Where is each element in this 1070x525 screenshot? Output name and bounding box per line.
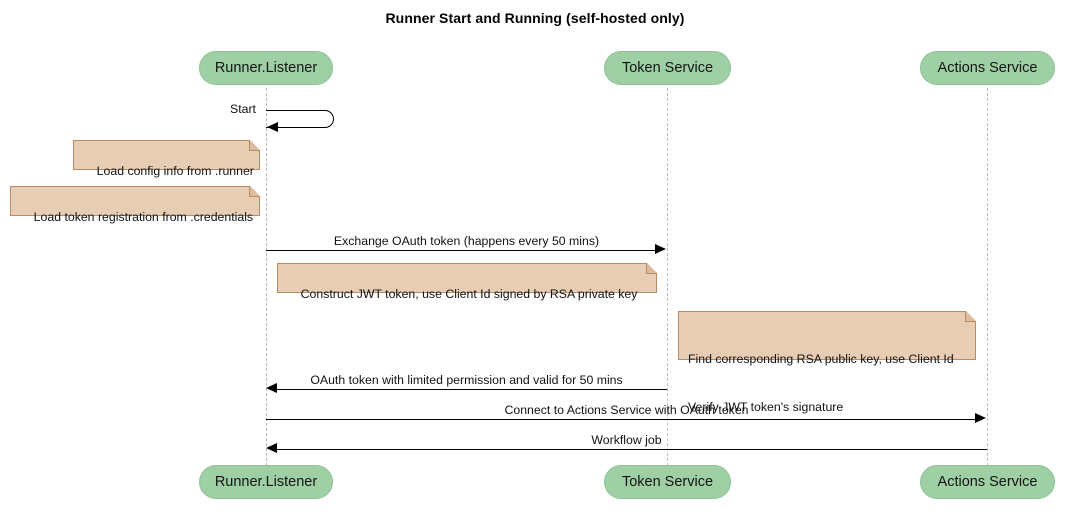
note-fold-corner-icon <box>249 139 261 151</box>
message-line-workflow-job <box>277 449 987 450</box>
arrow-head-left-oauth-token-return <box>266 383 277 393</box>
message-label-connect-actions-service: Connect to Actions Service with OAuth to… <box>504 403 749 417</box>
self-message-loop-start <box>266 110 334 128</box>
participant-label: Token Service <box>621 474 714 490</box>
page-title: Runner Start and Running (self-hosted on… <box>385 10 685 26</box>
note-fold-corner-icon <box>646 262 658 274</box>
arrow-head-left-workflow-job <box>266 443 277 453</box>
participant-token-service-top[interactable]: Token Service <box>604 51 731 85</box>
message-label-oauth-token-return: OAuth token with limited permission and … <box>310 373 623 387</box>
participant-label: Token Service <box>621 60 714 76</box>
participant-label: Runner.Listener <box>214 474 318 490</box>
message-line-connect-actions-service <box>266 419 976 420</box>
note-load-token-registration: Load token registration from .credential… <box>10 185 261 224</box>
note-text: Construct JWT token, use Client Id signe… <box>300 287 638 301</box>
participant-label: Runner.Listener <box>214 60 318 76</box>
note-text-line-2: Verify JWT token's signature <box>688 400 844 414</box>
participant-token-service-bottom[interactable]: Token Service <box>604 465 731 499</box>
participant-actions-service-top[interactable]: Actions Service <box>920 51 1055 85</box>
arrow-head-right-exchange-oauth-token <box>655 244 666 254</box>
arrow-head-right-connect-actions-service <box>975 413 986 423</box>
arrow-head-left-start <box>267 122 278 132</box>
participant-runner-listener-top[interactable]: Runner.Listener <box>199 51 333 85</box>
self-message-label-start: Start <box>230 102 256 116</box>
participant-label: Actions Service <box>937 60 1038 76</box>
lifeline-actions-service <box>987 88 988 466</box>
note-load-config: Load config info from .runner <box>73 139 261 178</box>
lifeline-token-service <box>667 88 668 466</box>
participant-runner-listener-bottom[interactable]: Runner.Listener <box>199 465 333 499</box>
note-fold-corner-icon <box>249 185 261 197</box>
note-text: Load token registration from .credential… <box>33 210 254 224</box>
lifeline-runner-listener <box>266 88 267 466</box>
message-label-workflow-job: Workflow job <box>591 433 662 447</box>
note-verify-jwt-signature: Find corresponding RSA public key, use C… <box>678 310 977 414</box>
note-text-line-1: Find corresponding RSA public key, use C… <box>688 352 954 366</box>
note-fold-corner-icon <box>965 310 977 322</box>
participant-label: Actions Service <box>937 474 1038 490</box>
participant-actions-service-bottom[interactable]: Actions Service <box>920 465 1055 499</box>
note-construct-jwt-token: Construct JWT token, use Client Id signe… <box>277 262 658 301</box>
message-line-oauth-token-return <box>277 389 667 390</box>
message-label-exchange-oauth-token: Exchange OAuth token (happens every 50 m… <box>333 234 600 248</box>
note-text: Load config info from .runner <box>96 164 254 178</box>
message-line-exchange-oauth-token <box>266 250 656 251</box>
